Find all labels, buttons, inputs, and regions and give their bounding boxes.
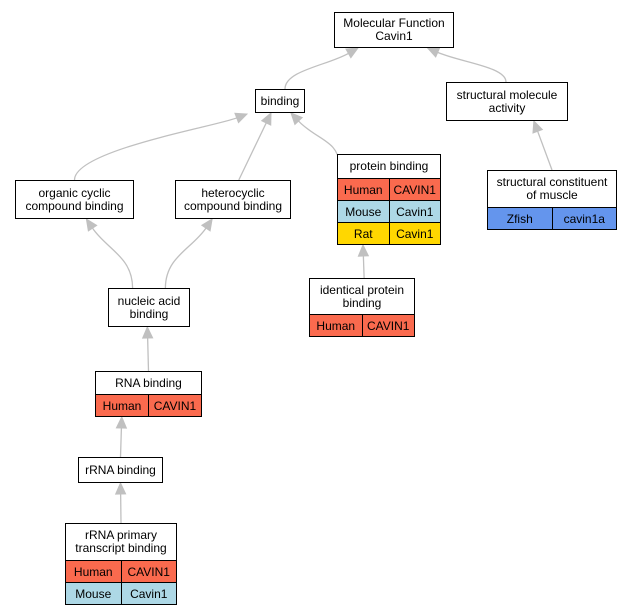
edge-line (73, 117, 237, 181)
edge-line (91, 227, 134, 289)
annotation-row: Zfish cavin1a (488, 207, 616, 229)
node-label: heterocyclic compound binding (183, 185, 283, 213)
gene-cell: CAVIN1 (361, 315, 415, 336)
node-heterocyclic-compound-binding[interactable]: heterocyclic compound binding (175, 180, 291, 219)
node-rrna-primary-transcript-binding[interactable]: rRNA primary transcript binding Human CA… (65, 523, 177, 605)
edge-structural_molecule_activity-to-molecular_function (426, 47, 507, 83)
node-label: Molecular Function Cavin1 (343, 16, 445, 43)
annotation-row: Rat Cavin1 (338, 222, 440, 244)
node-molecular-function[interactable]: Molecular Function Cavin1 (334, 12, 454, 48)
gene-cell: cavin1a (551, 208, 617, 229)
node-structural-constituent-of-muscle[interactable]: structural constituent of muscle Zfish c… (487, 170, 617, 230)
edge-arrowhead (141, 325, 154, 339)
edge-arrowhead (357, 243, 370, 257)
node-rrna-binding[interactable]: rRNA binding (78, 457, 163, 483)
edge-identical_protein_binding-to-protein_binding (357, 243, 370, 279)
node-rna-binding[interactable]: RNA binding Human CAVIN1 (95, 371, 202, 417)
species-cell: Human (102, 398, 142, 413)
annotation-row: Human CAVIN1 (96, 394, 201, 416)
species-cell: Rat (353, 226, 373, 241)
annotation-row: Human CAVIN1 (310, 314, 414, 336)
annotation-row: Mouse Cavin1 (66, 582, 176, 604)
node-label: binding (260, 93, 300, 108)
species-cell: Human (343, 182, 383, 197)
edge-arrowhead (234, 112, 249, 124)
edge-protein_binding-to-binding (290, 112, 340, 165)
edge-arrowhead (426, 47, 441, 58)
edge-arrowhead (114, 481, 127, 495)
node-structural-molecule-activity[interactable]: structural molecule activity (446, 82, 568, 121)
annotation-row: Human CAVIN1 (66, 560, 176, 582)
edge-line (362, 255, 365, 279)
edge-line (437, 51, 507, 83)
annotation-row: Human CAVIN1 (338, 178, 440, 200)
edge-line (537, 131, 553, 171)
node-label: nucleic acid binding (117, 293, 181, 321)
edge-organic_cyclic_compound_binding-to-binding (73, 112, 249, 181)
edge-line (164, 227, 207, 289)
node-label: organic cyclic compound binding (25, 185, 124, 213)
edge-rrna_primary_transcript_binding-to-rrna_binding (114, 481, 127, 524)
species-cell: Mouse (345, 204, 382, 219)
node-label: structural molecule activity (456, 87, 558, 115)
edge-arrowhead (260, 111, 272, 126)
species-cell: Zfish (506, 211, 533, 226)
gene-cell: CAVIN1 (120, 561, 177, 582)
edge-heterocyclic_compound_binding-to-binding (238, 111, 272, 181)
node-label: RNA binding (115, 375, 182, 390)
node-protein-binding[interactable]: protein binding Human CAVIN1 Mouse Cavin… (337, 154, 441, 245)
species-cell: Human (316, 318, 356, 333)
edge-arrowhead (200, 217, 213, 232)
annotation-row: Mouse Cavin1 (338, 200, 440, 222)
node-binding[interactable]: binding (255, 89, 305, 113)
node-organic-cyclic-compound-binding[interactable]: organic cyclic compound binding (15, 180, 134, 219)
node-label: structural constituent of muscle (496, 175, 608, 202)
edge-structural_constituent_of_muscle-to-structural_molecule_activity (532, 119, 553, 171)
node-label: protein binding (349, 159, 429, 173)
edge-arrowhead (532, 119, 544, 134)
node-label: identical protein binding (319, 282, 405, 310)
edge-nucleic_acid_binding-to-organic_cyclic_compound_binding (85, 217, 134, 289)
edge-arrowhead (290, 112, 304, 126)
species-cell: Mouse (75, 586, 112, 601)
gene-cell: CAVIN1 (148, 395, 201, 416)
edge-line (146, 337, 150, 372)
gene-cell: Cavin1 (388, 201, 441, 222)
edge-line (284, 52, 349, 90)
node-label: rRNA primary transcript binding (75, 528, 167, 555)
edge-arrowhead (115, 415, 128, 429)
edge-arrowhead (345, 47, 360, 59)
node-label: rRNA binding (85, 462, 156, 477)
edge-line (238, 122, 267, 181)
gene-cell: Cavin1 (388, 223, 441, 244)
edge-nucleic_acid_binding-to-heterocyclic_compound_binding (164, 217, 213, 289)
edge-binding-to-molecular_function (284, 47, 360, 90)
edge-rrna_binding-to-rna_binding (115, 415, 128, 458)
edge-rna_binding-to-nucleic_acid_binding (141, 325, 154, 372)
gene-cell: Cavin1 (120, 583, 177, 604)
edge-line (298, 120, 340, 165)
gene-cell: CAVIN1 (388, 179, 441, 200)
node-nucleic-acid-binding[interactable]: nucleic acid binding (108, 288, 190, 327)
node-identical-protein-binding[interactable]: identical protein binding Human CAVIN1 (309, 278, 415, 337)
species-cell: Human (73, 564, 113, 579)
edge-line (119, 427, 123, 458)
edge-arrowhead (85, 217, 98, 232)
